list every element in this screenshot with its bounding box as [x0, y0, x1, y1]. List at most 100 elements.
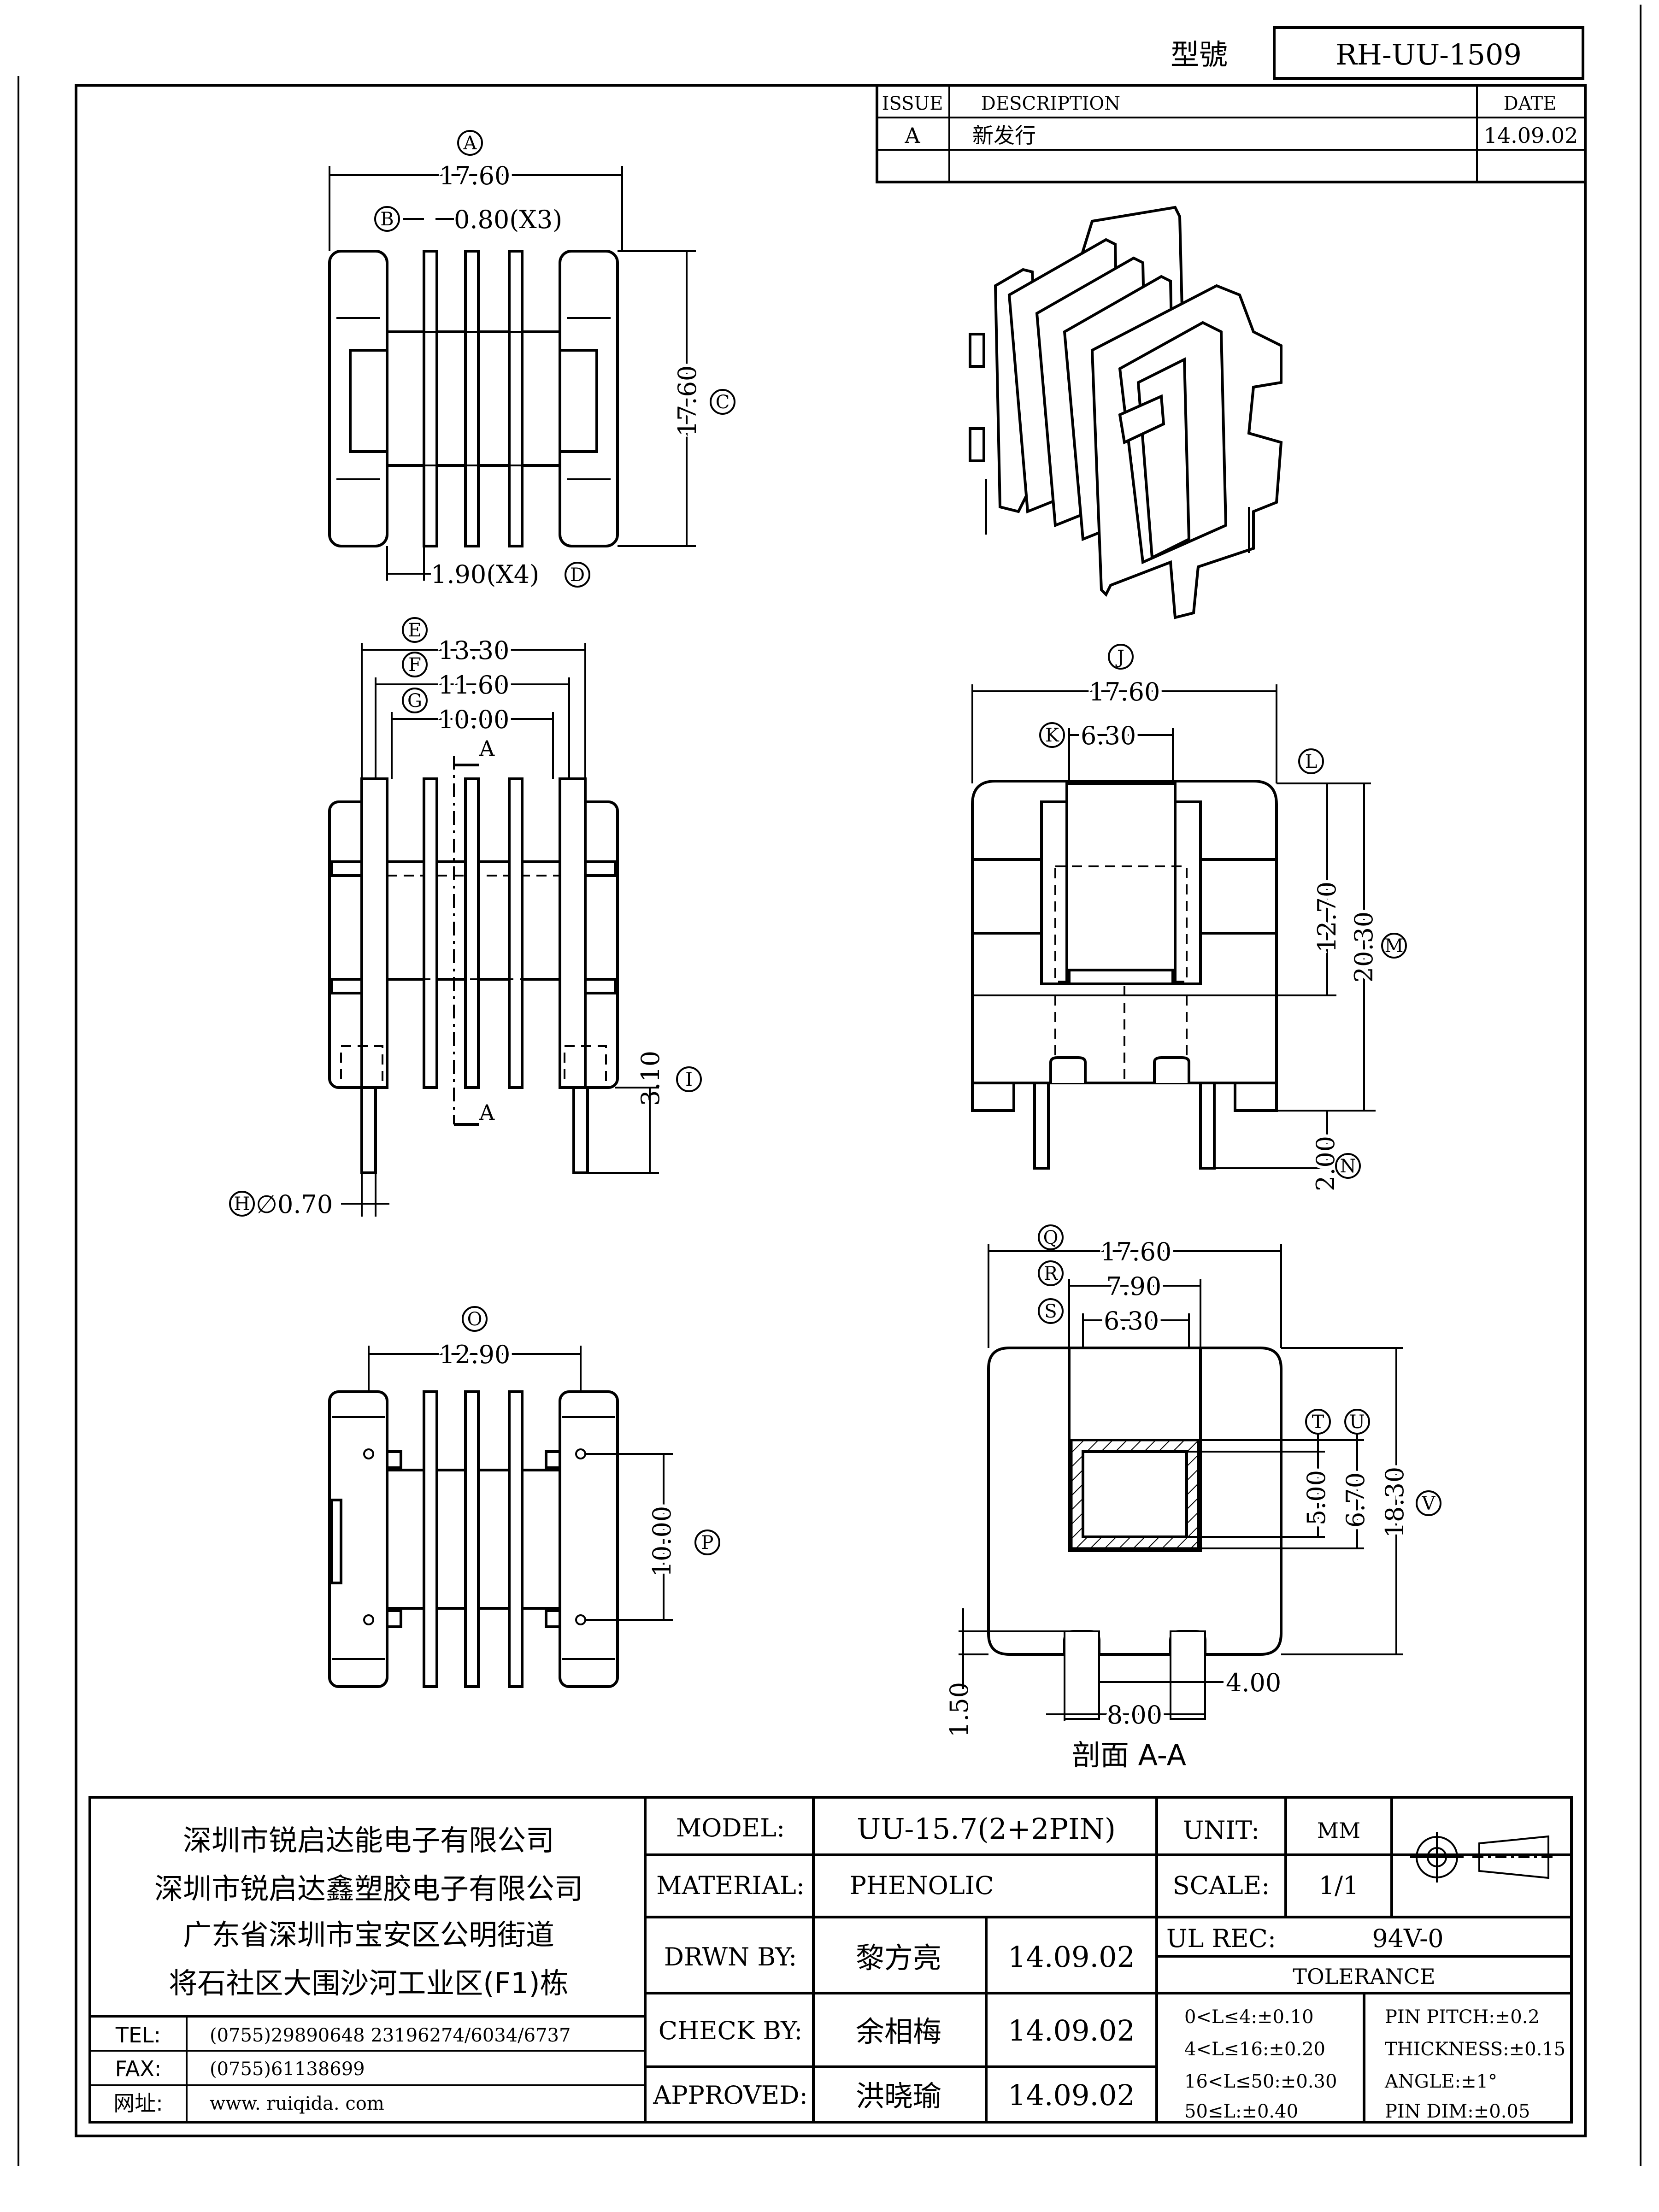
- tag-l: [1298, 748, 1324, 774]
- material-value: PHENOLIC: [850, 1871, 994, 1900]
- dim-c: 17.60: [673, 365, 702, 437]
- tag-p: [694, 1530, 720, 1555]
- tolerance-label: TOLERANCE: [1293, 1964, 1435, 1989]
- dim-o: 12.90: [439, 1340, 511, 1369]
- tel-label: TEL:: [115, 2023, 161, 2047]
- rev-header-issue: ISSUE: [882, 93, 943, 114]
- rev-issue: A: [904, 123, 920, 148]
- tol-right-4: PIN DIM:±0.05: [1385, 2101, 1530, 2122]
- svg-text:F: F: [408, 654, 421, 676]
- tag-d: [565, 562, 590, 588]
- model-label: 型號: [1171, 38, 1228, 71]
- dim-i: 3.10: [636, 1051, 665, 1106]
- dim-8-00: 8.00: [1107, 1700, 1162, 1730]
- tag-v: [1416, 1490, 1441, 1516]
- company-line-2: 深圳市锐启达鑫塑胶电子有限公司: [154, 1872, 583, 1906]
- check-by-name: 余相梅: [856, 2015, 941, 2048]
- tol-right-3: ANGLE:±1°: [1384, 2071, 1497, 2092]
- ul-label: UL REC:: [1166, 1924, 1276, 1953]
- section-mark-top: A: [479, 736, 495, 761]
- svg-text:P: P: [701, 1532, 714, 1553]
- svg-text:Q: Q: [1043, 1227, 1059, 1248]
- svg-text:O: O: [467, 1309, 482, 1330]
- svg-text:M: M: [1385, 935, 1404, 957]
- dim-k: 6.30: [1081, 721, 1136, 750]
- section-view: Q 17.60 R 7.90 S 6.30 T U 5.00: [945, 1224, 1441, 1772]
- sheet-frame: [18, 5, 1641, 2166]
- tag-h: [229, 1191, 255, 1217]
- tag-f: [402, 652, 428, 677]
- section-title: 剖面 A-A: [1072, 1738, 1186, 1772]
- svg-text:G: G: [407, 690, 422, 712]
- tag-b: [374, 206, 400, 232]
- projection-symbol-icon: [1410, 1832, 1555, 1883]
- drawn-by-date: 14.09.02: [1008, 1940, 1135, 1974]
- company-line-4: 将石社区大围沙河工业区(F1)栋: [169, 1966, 569, 2000]
- svg-text:E: E: [408, 620, 421, 641]
- svg-text:H: H: [234, 1194, 250, 1215]
- svg-text:A: A: [463, 133, 477, 154]
- fax-value: (0755)61138699: [210, 2059, 365, 2080]
- tel-value: (0755)29890648 23196274/6034/6737: [210, 2025, 571, 2046]
- dim-a: 17.60: [439, 161, 511, 190]
- dim-f: 11.60: [438, 671, 510, 700]
- ul-value: 94V-0: [1372, 1924, 1443, 1953]
- model-number: RH-UU-1509: [1335, 38, 1522, 71]
- svg-text:B: B: [380, 209, 394, 230]
- revision-table: ISSUE DESCRIPTION DATE A 新发行 14.09.02: [876, 84, 1587, 183]
- tag-i: [676, 1066, 702, 1092]
- material-label: MATERIAL:: [656, 1871, 805, 1900]
- dim-h: ∅0.70: [256, 1190, 333, 1219]
- tag-n: [1335, 1153, 1361, 1179]
- section-mark-bottom: A: [479, 1100, 495, 1125]
- dim-1-50: 1.50: [945, 1682, 974, 1737]
- svg-text:R: R: [1044, 1263, 1059, 1284]
- tol-left-1: 0<L≤4:±0.10: [1184, 2006, 1314, 2028]
- svg-text:S: S: [1044, 1301, 1057, 1322]
- tag-g: [402, 688, 428, 713]
- tol-left-2: 4<L≤16:±0.20: [1184, 2039, 1325, 2060]
- dim-j: 17.60: [1089, 677, 1160, 706]
- tol-right-2: THICKNESS:±0.15: [1385, 2039, 1565, 2060]
- dim-4-00: 4.00: [1226, 1668, 1281, 1697]
- drawn-by-name: 黎方亮: [856, 1941, 941, 1975]
- svg-text:N: N: [1340, 1156, 1356, 1177]
- tag-k: [1039, 722, 1065, 748]
- model-field-value: UU-15.7(2+2PIN): [857, 1812, 1116, 1846]
- web-value: www. ruiqida. com: [210, 2093, 384, 2114]
- rev-header-date: DATE: [1504, 93, 1557, 114]
- fax-label: FAX:: [115, 2056, 162, 2081]
- dim-r: 7.90: [1106, 1272, 1161, 1301]
- scale-label: SCALE:: [1173, 1871, 1270, 1900]
- title-block: 深圳市锐启达能电子有限公司 深圳市锐启达鑫塑胶电子有限公司 广东省深圳市宝安区公…: [88, 1796, 1573, 2124]
- svg-text:I: I: [685, 1069, 693, 1090]
- company-line-1: 深圳市锐启达能电子有限公司: [183, 1824, 554, 1857]
- unit-label: UNIT:: [1183, 1816, 1259, 1845]
- model-field-label: MODEL:: [676, 1813, 785, 1842]
- dim-m: 20.30: [1349, 912, 1378, 983]
- svg-text:V: V: [1422, 1493, 1436, 1514]
- dim-q: 17.60: [1100, 1237, 1172, 1266]
- approved-date: 14.09.02: [1008, 2078, 1135, 2112]
- tag-q: [1038, 1224, 1064, 1250]
- dim-p: 10.00: [647, 1506, 677, 1577]
- dim-e: 13.30: [438, 636, 510, 665]
- check-by-date: 14.09.02: [1008, 2014, 1135, 2047]
- rev-header-description: DESCRIPTION: [981, 93, 1120, 114]
- tag-a: [457, 130, 483, 156]
- tag-m: [1381, 933, 1407, 959]
- svg-text:L: L: [1305, 751, 1318, 772]
- tag-r: [1038, 1260, 1064, 1286]
- header-model: 型號 RH-UU-1509: [1171, 26, 1584, 80]
- isometric-view: [969, 206, 1283, 619]
- rev-date: 14.09.02: [1484, 123, 1578, 148]
- scale-value: 1/1: [1319, 1871, 1359, 1900]
- tag-s: [1038, 1298, 1064, 1324]
- tag-j: [1108, 644, 1134, 670]
- tol-right-1: PIN PITCH:±0.2: [1385, 2006, 1540, 2028]
- company-line-3: 广东省深圳市宝安区公明街道: [183, 1918, 554, 1952]
- svg-text:D: D: [570, 565, 585, 586]
- rev-description: 新发行: [972, 123, 1036, 148]
- bottom-view: O 12.90 10.00 P: [328, 1306, 720, 1688]
